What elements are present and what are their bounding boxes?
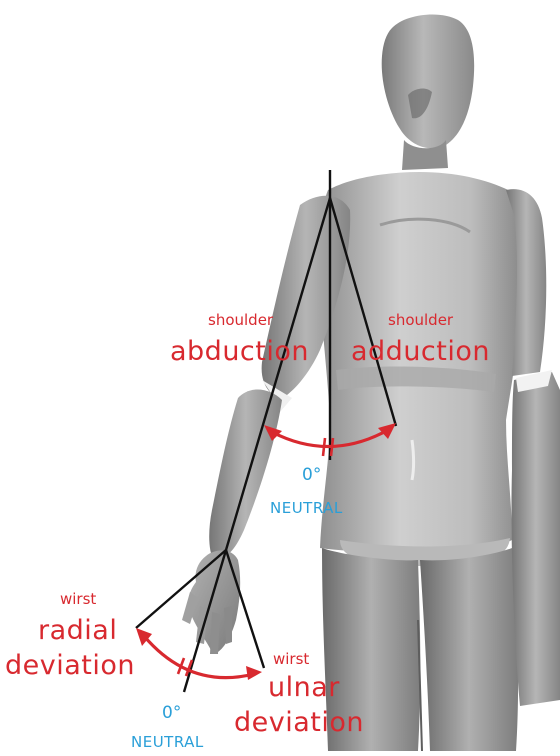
wrist-arc-arrowhead-right	[246, 666, 262, 680]
shoulder-abduction-label: abduction	[170, 338, 309, 365]
wrist-ulnar-caption: wirst	[273, 652, 309, 667]
wrist-neutral-label: NEUTRAL	[131, 735, 204, 750]
mannequin-head	[382, 14, 474, 170]
wrist-zero-degree-label: 0°	[162, 705, 181, 722]
shoulder-zero-degree-label: 0°	[302, 467, 321, 484]
wrist-ulnar-label-line1: ulnar	[268, 674, 340, 701]
wrist-radial-caption: wirst	[60, 592, 96, 607]
wrist-radial-label-line1: radial	[38, 617, 117, 644]
shoulder-adduction-label: adduction	[351, 338, 490, 365]
shoulder-adduction-caption: shoulder	[388, 313, 453, 328]
wrist-radial-label-line2: deviation	[5, 652, 135, 679]
shoulder-neutral-label: NEUTRAL	[270, 501, 343, 516]
wrist-ulnar-label-line2: deviation	[234, 709, 364, 736]
shoulder-abduction-caption: shoulder	[208, 313, 273, 328]
shoulder-abduction-line	[226, 198, 330, 550]
